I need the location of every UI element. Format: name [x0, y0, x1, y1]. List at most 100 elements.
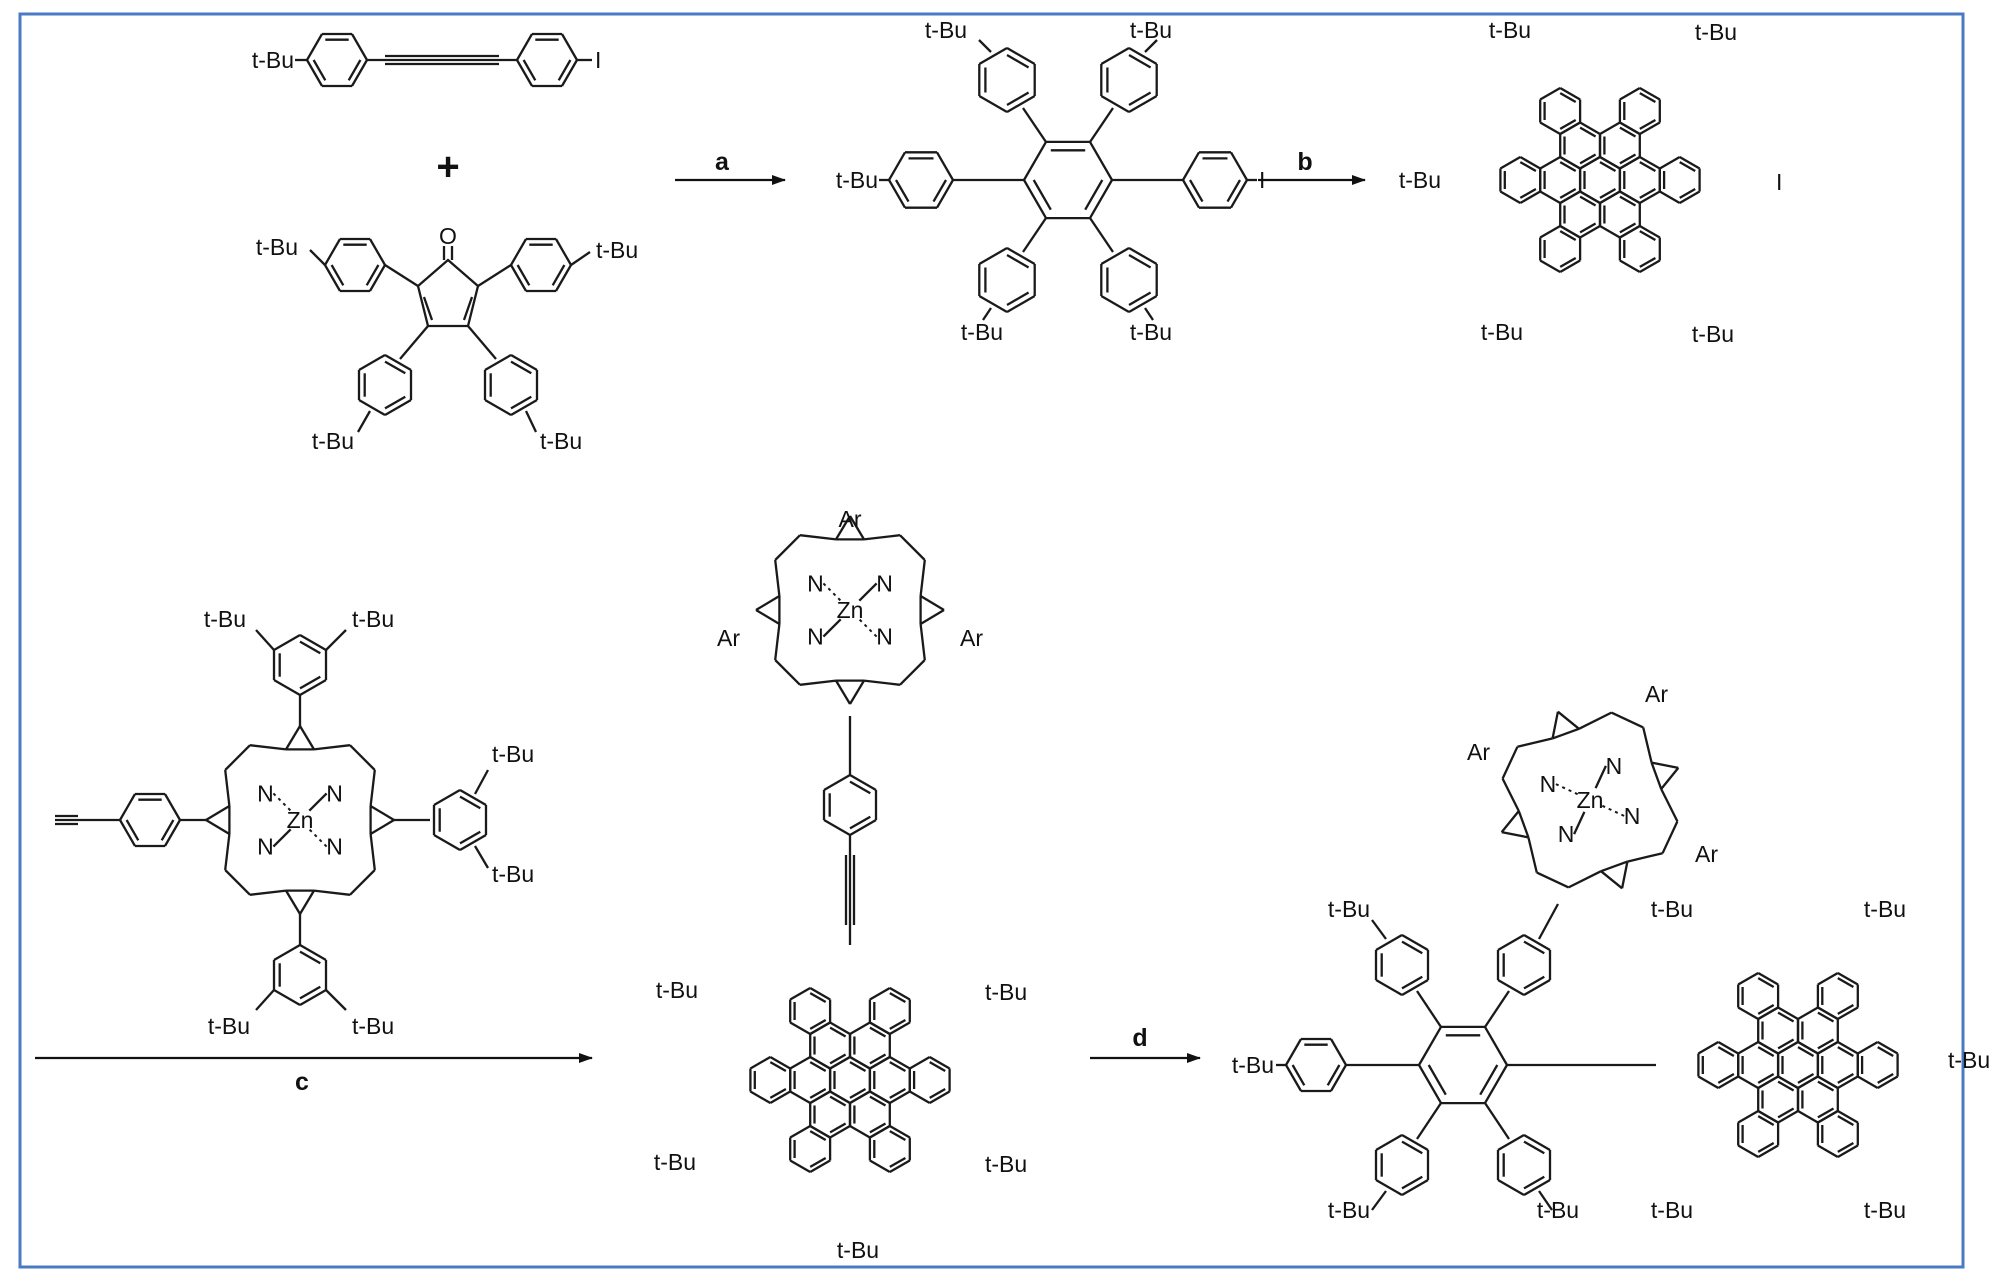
tbu-label: t-Bu [1864, 896, 1906, 922]
nitrogen-label: N [257, 780, 274, 806]
benzene-ring [432, 789, 488, 851]
benzene-ring [1182, 151, 1248, 209]
benzene-ring [888, 151, 954, 209]
benzene-ring [978, 47, 1036, 113]
tbu-label: t-Bu [1489, 17, 1531, 43]
nitrogen-label: N [326, 834, 343, 860]
hbc-hexagon [1618, 225, 1661, 273]
hbc-iodide-substituents: t-Bu t-Bu t-Bu I t-Bu t-Bu [1399, 17, 1783, 347]
hbc-hexagon [749, 1056, 792, 1104]
hbc-hexagon [1618, 87, 1661, 135]
step-b-label: b [1297, 148, 1312, 176]
hbc-hexagon [868, 987, 911, 1035]
tbu-label: t-Bu [1864, 1197, 1906, 1223]
tbu-label: t-Bu [1130, 319, 1172, 345]
nitrogen-label: N [807, 570, 824, 596]
tbu-label: t-Bu [352, 606, 394, 632]
tbu-label: t-Bu [540, 428, 582, 454]
tbu-label: t-Bu [1651, 896, 1693, 922]
aryl-label: Ar [717, 625, 740, 651]
plus-sign: + [436, 145, 459, 189]
zinc-label: Zn [1577, 787, 1604, 813]
tbu-label: t-Bu [208, 1013, 250, 1039]
hexaarylbenzene-iodide: t-Bu t-Bu t-Bu I t-Bu t-Bu [836, 17, 1266, 345]
hbc-hexagon [1816, 972, 1859, 1020]
oxo-label: O [439, 223, 457, 249]
hbc-hexagon [1539, 225, 1582, 273]
benzene-ring [1100, 47, 1158, 113]
hbc-hexagon [1499, 156, 1542, 204]
tbu-label: t-Bu [204, 606, 246, 632]
benzene-ring [1418, 1025, 1508, 1105]
tbu-label: t-Bu [492, 741, 534, 767]
tbu-label: t-Bu [836, 167, 878, 193]
porphyrin-1-aryl-groups: t-Bu t-Bu t-Bu t-Bu t-Bu t-Bu [55, 606, 534, 1039]
tbu-label: t-Bu [1232, 1052, 1274, 1078]
step-a-label: a [715, 148, 730, 176]
benzene-ring [510, 237, 572, 293]
tbu-label: t-Bu [961, 319, 1003, 345]
benzene-ring [119, 792, 181, 848]
benzene-ring [272, 944, 328, 1006]
tbu-label: t-Bu [1651, 1197, 1693, 1223]
tbu-label: t-Bu [925, 17, 967, 43]
benzene-ring [1496, 1134, 1552, 1196]
tbu-label: t-Bu [1328, 1197, 1370, 1223]
benzene-ring [357, 354, 413, 416]
hbc-hexagon [1697, 1041, 1740, 1089]
tbu-label: t-Bu [1399, 167, 1441, 193]
benzene-ring [1374, 934, 1430, 996]
tbu-label: t-Bu [1948, 1047, 1990, 1073]
benzene-ring [978, 247, 1036, 313]
zinc-label: Zn [837, 597, 864, 623]
tbu-label: t-Bu [985, 1151, 1027, 1177]
tbu-label: t-Bu [312, 428, 354, 454]
iodo-label: I [595, 47, 601, 73]
tbu-label: t-Bu [1481, 319, 1523, 345]
tbu-label: t-Bu [654, 1149, 696, 1175]
benzene-ring [1023, 140, 1113, 220]
hbc-hexagon [1737, 972, 1780, 1020]
tbu-label: t-Bu [837, 1237, 879, 1263]
tbu-label: t-Bu [1692, 321, 1734, 347]
hbc-hexagon [1539, 87, 1582, 135]
tbu-label: t-Bu [596, 237, 638, 263]
benzene-ring [483, 354, 539, 416]
hbc-hexagon [1559, 121, 1602, 170]
tbu-label: t-Bu [1537, 1197, 1579, 1223]
hbc-hexagon [908, 1056, 951, 1104]
tbu-label: t-Bu [252, 47, 294, 73]
scheme-frame [18, 12, 1965, 1269]
triad-substituent-labels: Ar Ar Ar t-Bu t-Bu t-Bu t-Bu t-Bu t-Bu t… [1232, 681, 1990, 1223]
aryl-label: Ar [1467, 739, 1490, 765]
dyad-substituent-labels: Ar Ar Ar t-Bu t-Bu t-Bu t-Bu t-Bu [654, 506, 1027, 1263]
hbc-hexagon [1737, 1110, 1780, 1158]
nitrogen-label: N [1624, 803, 1641, 829]
nitrogen-label: N [257, 834, 274, 860]
tbu-label: t-Bu [1695, 19, 1737, 45]
nitrogen-label: N [1540, 771, 1557, 797]
benzene-ring [324, 237, 386, 293]
hbc-hexagon [1658, 156, 1701, 204]
tbu-label: t-Bu [1328, 896, 1370, 922]
hbc-hexagon [1816, 1110, 1859, 1158]
tbu-label: t-Bu [1130, 17, 1172, 43]
nitrogen-label: N [876, 570, 893, 596]
tbu-label: t-Bu [985, 979, 1027, 1005]
benzene-ring [1496, 934, 1552, 996]
diarylacetylene-reactant: t-Bu I [252, 32, 601, 88]
hbc-hexagon [1856, 1041, 1899, 1089]
benzene-ring [1374, 1134, 1430, 1196]
nitrogen-label: N [1558, 821, 1575, 847]
tetraarylcyclopentadienone-reactant: O t-Bu t-Bu t-Bu t-Bu [256, 223, 638, 454]
hbc-hexagon [868, 1125, 911, 1173]
benzene-ring [822, 774, 878, 836]
nitrogen-label: N [807, 624, 824, 650]
